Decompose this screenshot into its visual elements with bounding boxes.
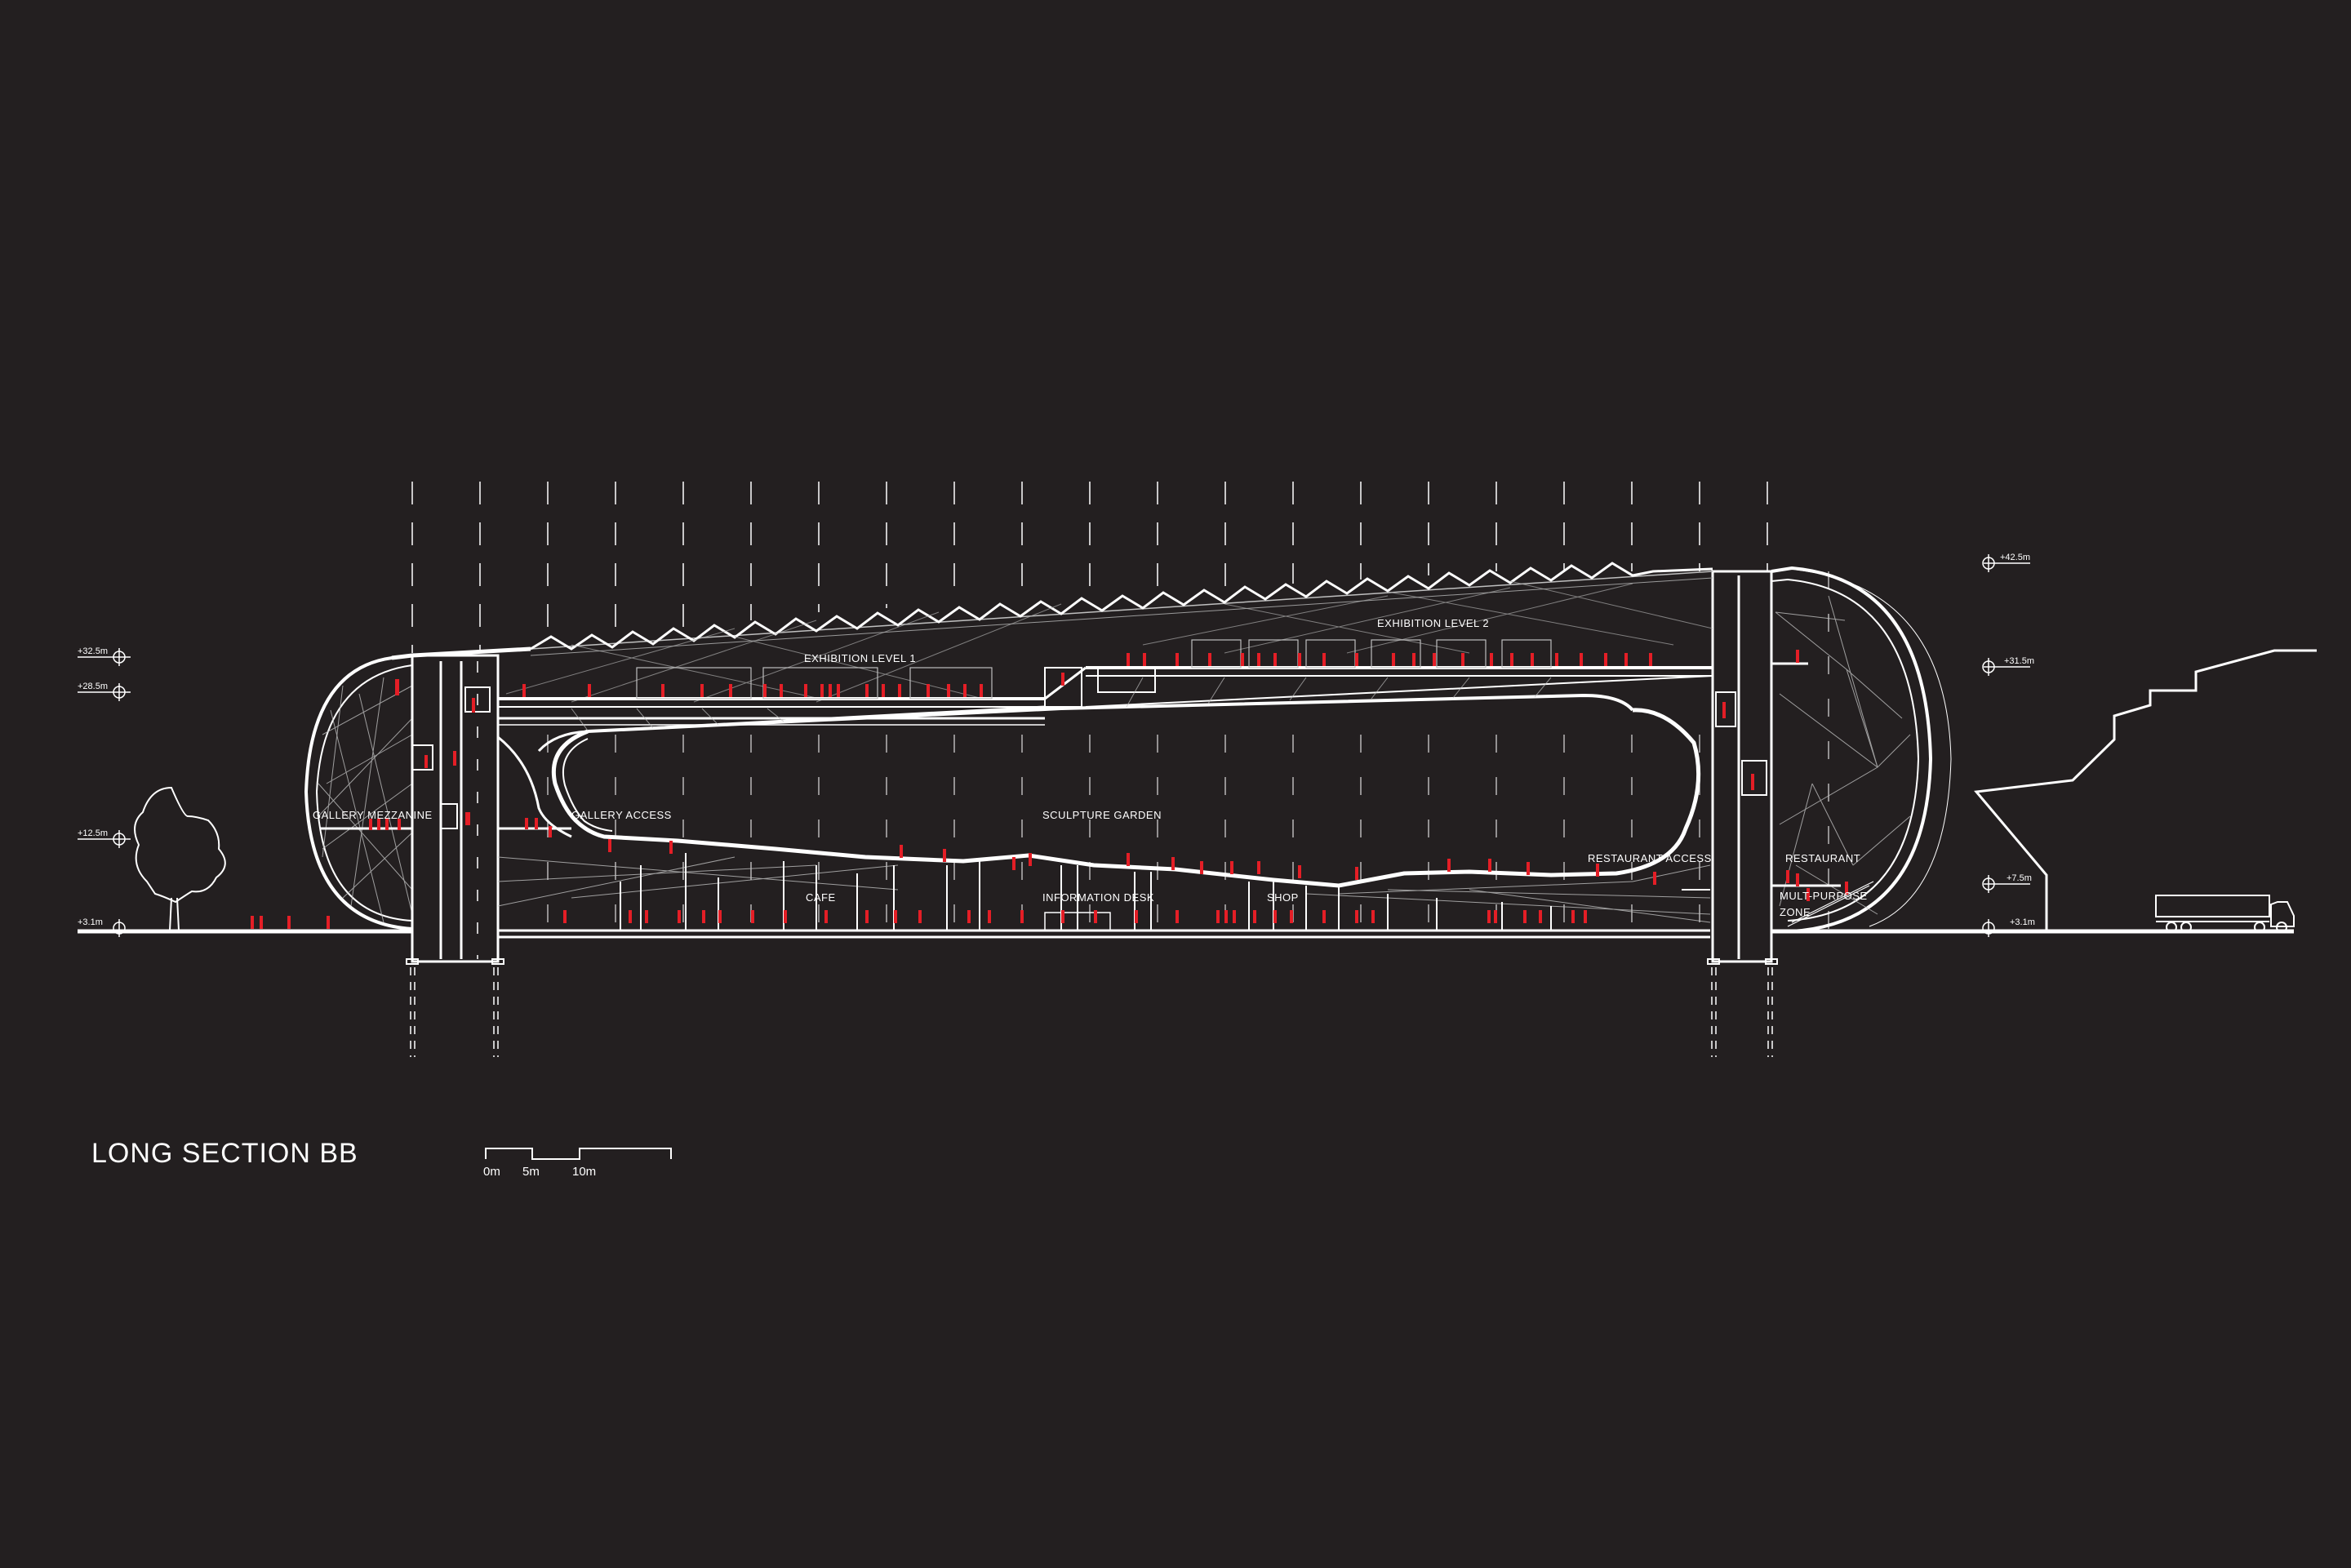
level-label-3-1-left: +3.1m <box>78 917 103 927</box>
ground-floor-structure <box>497 856 1711 923</box>
right-piles <box>1711 967 1773 1057</box>
scale-label-5m: 5m <box>522 1165 540 1179</box>
right-shell <box>1771 566 1952 933</box>
level-labels-left: +32.5m +28.5m +12.5m +3.1m <box>78 646 108 927</box>
roof-structure <box>391 562 1713 703</box>
level-label-7-5: +7.5m <box>2007 873 2032 883</box>
label-restaurant: RESTAURANT <box>1785 852 1860 864</box>
sculpture-garden-loop <box>497 708 1701 888</box>
label-gallery-mezzanine: GALLERY MEZZANINE <box>313 809 433 821</box>
label-multi-purpose-zone-line1: MULT-PURPOSE <box>1780 890 1868 902</box>
drawing-title: LONG SECTION BB <box>91 1138 358 1169</box>
label-cafe: CAFE <box>806 891 836 904</box>
exhibition-level-1-floor <box>498 667 1045 708</box>
level-label-42-5: +42.5m <box>2000 553 2030 562</box>
left-shell <box>304 654 413 931</box>
level-labels-right: +42.5m +31.5m +7.5m +3.1m <box>2000 553 2035 927</box>
label-gallery-access: GALLERY ACCESS <box>571 809 672 821</box>
people-figures <box>251 650 1848 929</box>
scale-label-0m: 0m <box>483 1165 500 1179</box>
label-exhibition-level-1: EXHIBITION LEVEL 1 <box>804 652 916 664</box>
level-label-28-5: +28.5m <box>78 682 108 691</box>
level-markers-left <box>78 648 131 937</box>
level-label-12-5: +12.5m <box>78 828 108 838</box>
label-shop: SHOP <box>1267 891 1299 904</box>
structural-grid <box>411 482 1768 653</box>
truck-icon <box>2155 895 2295 933</box>
tree-icon <box>134 786 226 931</box>
right-core <box>1707 570 1778 965</box>
scale-label-10m: 10m <box>572 1165 597 1179</box>
interior-grid <box>547 571 1829 931</box>
level-label-31-5: +31.5m <box>2004 656 2034 666</box>
left-piles <box>410 967 499 1057</box>
building-base-line <box>498 929 1710 939</box>
ramp-slab <box>498 675 1713 753</box>
label-information-desk: INFORMATION DESK <box>1042 891 1154 904</box>
level-markers-right <box>1982 554 2030 937</box>
space-labels: EXHIBITION LEVEL 1 EXHIBITION LEVEL 2 GA… <box>313 617 1868 918</box>
label-multi-purpose-zone-line2: ZONE <box>1780 906 1811 918</box>
label-exhibition-level-2: EXHIBITION LEVEL 2 <box>1377 617 1489 629</box>
level-label-32-5: +32.5m <box>78 646 108 656</box>
exhibition-level-2-floor <box>1044 639 1713 708</box>
label-sculpture-garden: SCULPTURE GARDEN <box>1042 809 1162 821</box>
label-restaurant-access: RESTAURANT ACCESS <box>1588 852 1712 864</box>
terrain <box>1974 649 2317 931</box>
left-core <box>406 654 504 965</box>
scale-bar <box>485 1148 672 1160</box>
information-desk-counter <box>1044 912 1111 931</box>
level-label-3-1-right: +3.1m <box>2010 917 2035 927</box>
